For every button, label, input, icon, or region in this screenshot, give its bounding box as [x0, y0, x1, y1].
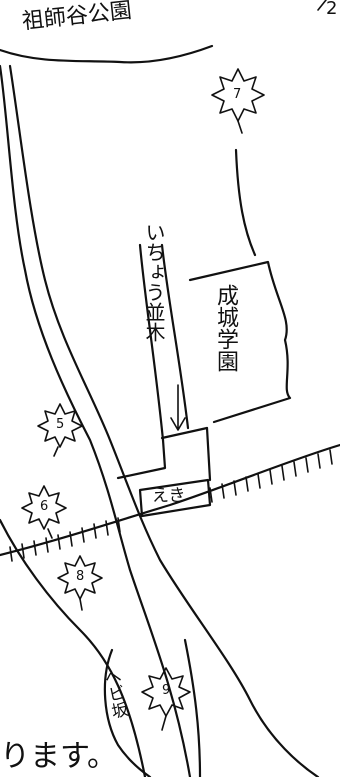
- station-approach-right: [205, 426, 212, 482]
- leaf-number: 7: [233, 87, 242, 102]
- leaf-number: 8: [76, 569, 85, 584]
- station-approach-left: [116, 438, 167, 480]
- railway-track: [0, 443, 340, 557]
- ginkgo-avenue-end: [160, 426, 209, 440]
- right-side-road: [234, 148, 257, 257]
- maple-leaf-icon: [57, 555, 103, 611]
- ginkgo-avenue-label: いちょう並木: [142, 222, 166, 342]
- station-label: えき: [152, 486, 186, 506]
- school-label: 成城学園: [213, 284, 238, 372]
- leaf-number: 9: [162, 683, 171, 698]
- main-road-left-edge: [0, 64, 192, 777]
- bottom-text: ります。: [0, 739, 117, 774]
- corner-text: 2: [326, 0, 338, 19]
- main-road-right-edge: [8, 64, 320, 777]
- maple-leaf-icon: [37, 403, 83, 457]
- leaf-number: 5: [56, 417, 65, 432]
- park-boundary: [0, 44, 214, 64]
- maple-leaf-icon: [211, 68, 265, 134]
- school-block: [188, 260, 292, 424]
- maple-leaf-icon: [141, 667, 191, 731]
- down-arrow: [170, 384, 186, 431]
- ginkgo-avenue-right: [160, 243, 190, 430]
- hebi-slope-left: [103, 648, 152, 777]
- ginkgo-avenue-left: [138, 243, 165, 442]
- station-box: [138, 478, 212, 518]
- left-curve-road: [0, 518, 147, 777]
- hebi-slope-right: [183, 638, 202, 777]
- railway-ties: [9, 449, 333, 562]
- maple-leaf-icon: [21, 485, 67, 539]
- leaf-number: 6: [40, 499, 49, 514]
- corner-mark: [317, 0, 327, 11]
